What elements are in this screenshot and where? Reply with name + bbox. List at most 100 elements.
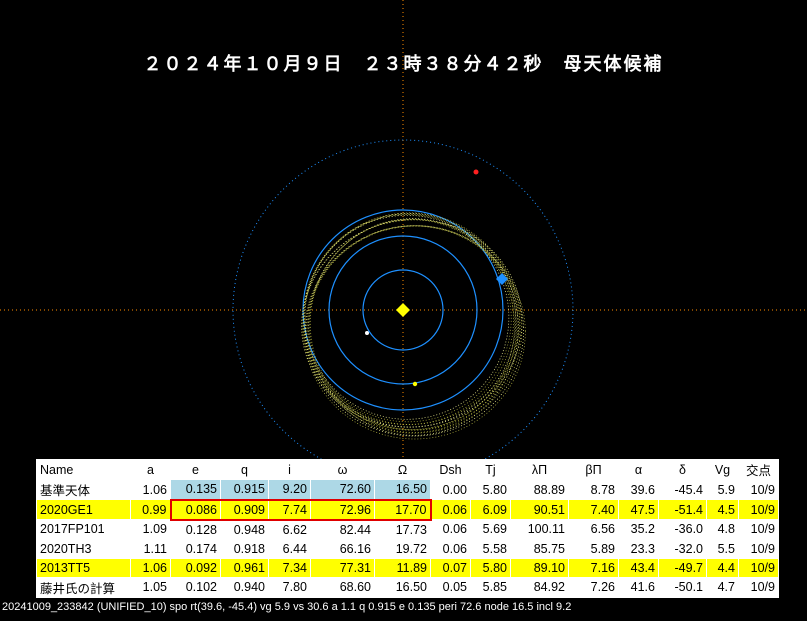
value-cell: 10/9 bbox=[738, 557, 779, 578]
value-cell: 11.89 bbox=[374, 557, 431, 578]
value-cell: 5.9 bbox=[706, 479, 739, 500]
value-cell: 0.99 bbox=[130, 499, 171, 520]
venus-icon bbox=[412, 381, 418, 387]
value-cell: 4.7 bbox=[706, 576, 739, 598]
column-header: a bbox=[130, 459, 171, 480]
status-line: 20241009_233842 (UNIFIED_10) spo rt(39.6… bbox=[2, 601, 572, 613]
row-name-cell: 藤井氏の計算 bbox=[36, 576, 131, 598]
sun-icon bbox=[396, 303, 410, 317]
earth-orbit bbox=[302, 209, 504, 411]
value-cell: 0.128 bbox=[170, 519, 221, 540]
value-cell: 0.06 bbox=[430, 499, 471, 520]
value-cell: 0.05 bbox=[430, 576, 471, 598]
value-cell: 5.85 bbox=[470, 576, 511, 598]
column-header: Vg bbox=[706, 459, 739, 480]
venus-orbit bbox=[328, 235, 478, 385]
value-cell: 10/9 bbox=[738, 519, 779, 540]
value-cell: 6.56 bbox=[568, 519, 619, 540]
value-cell: 0.174 bbox=[170, 538, 221, 559]
stream-orbit bbox=[307, 225, 521, 431]
value-cell: 10/9 bbox=[738, 538, 779, 559]
stream-orbit bbox=[302, 219, 521, 425]
value-cell: 9.20 bbox=[268, 479, 311, 500]
value-cell: 16.50 bbox=[374, 479, 431, 500]
value-cell: -51.4 bbox=[658, 499, 707, 520]
value-cell: 68.60 bbox=[310, 576, 375, 598]
value-cell: 10/9 bbox=[738, 499, 779, 520]
value-cell: 0.940 bbox=[220, 576, 269, 598]
value-cell: 0.06 bbox=[430, 519, 471, 540]
stream-orbit bbox=[309, 219, 515, 431]
value-cell: 0.00 bbox=[430, 479, 471, 500]
value-cell: 6.09 bbox=[470, 499, 511, 520]
value-cell: 0.909 bbox=[220, 498, 269, 521]
stream-orbit bbox=[308, 218, 519, 436]
value-cell: 1.05 bbox=[130, 576, 171, 598]
value-cell: 7.40 bbox=[568, 499, 619, 520]
value-cell: 6.44 bbox=[268, 538, 311, 559]
value-cell: 39.6 bbox=[618, 479, 659, 500]
value-cell: 43.4 bbox=[618, 557, 659, 578]
value-cell: 5.80 bbox=[470, 557, 511, 578]
value-cell: 88.89 bbox=[510, 479, 569, 500]
value-cell: 0.092 bbox=[170, 557, 221, 578]
row-name-cell: 2020GE1 bbox=[36, 499, 131, 520]
value-cell: 10/9 bbox=[738, 479, 779, 500]
value-cell: 23.3 bbox=[618, 538, 659, 559]
column-header: δ bbox=[658, 459, 707, 480]
row-name-cell: 基準天体 bbox=[36, 479, 131, 500]
value-cell: 72.60 bbox=[310, 479, 375, 500]
value-cell: 1.11 bbox=[130, 538, 171, 559]
value-cell: 7.34 bbox=[268, 557, 311, 578]
value-cell: 47.5 bbox=[618, 499, 659, 520]
mars-icon bbox=[473, 169, 479, 175]
mercury-orbit bbox=[362, 269, 444, 351]
value-cell: 0.102 bbox=[170, 576, 221, 598]
value-cell: 82.44 bbox=[310, 519, 375, 540]
column-header: i bbox=[268, 459, 311, 480]
value-cell: 77.31 bbox=[310, 557, 375, 578]
column-header: βΠ bbox=[568, 459, 619, 480]
value-cell: 89.10 bbox=[510, 557, 569, 578]
value-cell: 84.92 bbox=[510, 576, 569, 598]
stream-orbit bbox=[302, 212, 519, 430]
value-cell: -45.4 bbox=[658, 479, 707, 500]
value-cell: 7.74 bbox=[268, 498, 311, 521]
value-cell: 0.06 bbox=[430, 538, 471, 559]
value-cell: 66.16 bbox=[310, 538, 375, 559]
value-cell: 5.58 bbox=[470, 538, 511, 559]
value-cell: 0.915 bbox=[220, 479, 269, 500]
column-header: ω bbox=[310, 459, 375, 480]
meteoroid-stream-orbits bbox=[301, 212, 526, 440]
value-cell: 7.26 bbox=[568, 576, 619, 598]
value-cell: 4.4 bbox=[706, 557, 739, 578]
value-cell: -50.1 bbox=[658, 576, 707, 598]
value-cell: 41.6 bbox=[618, 576, 659, 598]
column-header: e bbox=[170, 459, 221, 480]
stream-orbit bbox=[305, 225, 525, 437]
mars-orbit bbox=[232, 139, 574, 460]
value-cell: 4.8 bbox=[706, 519, 739, 540]
value-cell: 5.89 bbox=[568, 538, 619, 559]
value-cell: 17.70 bbox=[374, 498, 432, 521]
value-cell: 90.51 bbox=[510, 499, 569, 520]
value-cell: 0.086 bbox=[169, 498, 221, 521]
orbit-diagram bbox=[0, 0, 807, 460]
value-cell: 5.69 bbox=[470, 519, 511, 540]
value-cell: 0.961 bbox=[220, 557, 269, 578]
value-cell: -36.0 bbox=[658, 519, 707, 540]
stream-orbit bbox=[304, 225, 526, 440]
value-cell: 4.5 bbox=[706, 499, 739, 520]
value-cell: 100.11 bbox=[510, 519, 569, 540]
value-cell: 5.5 bbox=[706, 538, 739, 559]
value-cell: 72.96 bbox=[310, 498, 375, 521]
value-cell: 0.135 bbox=[170, 479, 221, 500]
mercury-icon bbox=[365, 331, 369, 335]
value-cell: 0.918 bbox=[220, 538, 269, 559]
